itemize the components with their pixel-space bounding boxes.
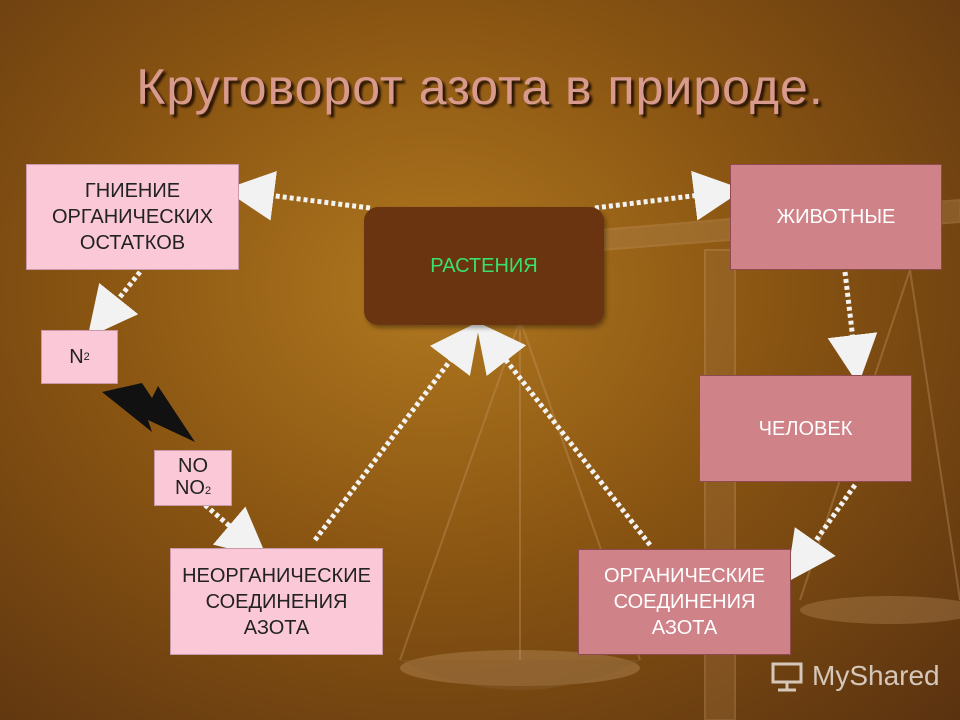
n2-subscript: 2: [83, 351, 90, 363]
no2-label: NO: [174, 476, 205, 499]
plants-box: РАСТЕНИЯ: [364, 207, 604, 325]
arrow-organic-to-plants: [475, 321, 652, 547]
presentation-icon: [771, 662, 803, 692]
decay-box: ГНИЕНИЕ ОРГАНИЧЕСКИХ ОСТАТКОВ: [26, 164, 239, 270]
inorganic-box: НЕОРГАНИЧЕСКИЕ СОЕДИНЕНИЯ АЗОТА: [170, 548, 383, 655]
no-box: NO NO2: [154, 450, 232, 506]
watermark-text: MyShared: [812, 660, 940, 691]
no-label: NO: [178, 454, 208, 477]
human-box: ЧЕЛОВЕК: [699, 375, 912, 482]
organic-box: ОРГАНИЧЕСКИЕ СОЕДИНЕНИЯ АЗОТА: [578, 549, 791, 655]
arrow-no-to-inorganic: [203, 503, 268, 558]
arrow-animals-to-human: [827, 271, 878, 385]
arrow-plants-to-decay: [224, 170, 371, 221]
no2-subscript: 2: [204, 484, 212, 497]
arrow-inorganic-to-plants: [313, 321, 481, 542]
animals-box: ЖИВОТНЫЕ: [730, 164, 942, 270]
arrow-decay-to-n2: [87, 270, 142, 338]
lightning-bolt-icon: [102, 383, 195, 442]
arrow-plants-to-animals: [594, 170, 744, 221]
myshared-watermark: MyShared: [770, 656, 940, 696]
n2-label: N: [69, 346, 84, 368]
arrow-human-to-organic: [786, 483, 858, 583]
page-title: Круговорот азота в природе.: [136, 59, 824, 115]
